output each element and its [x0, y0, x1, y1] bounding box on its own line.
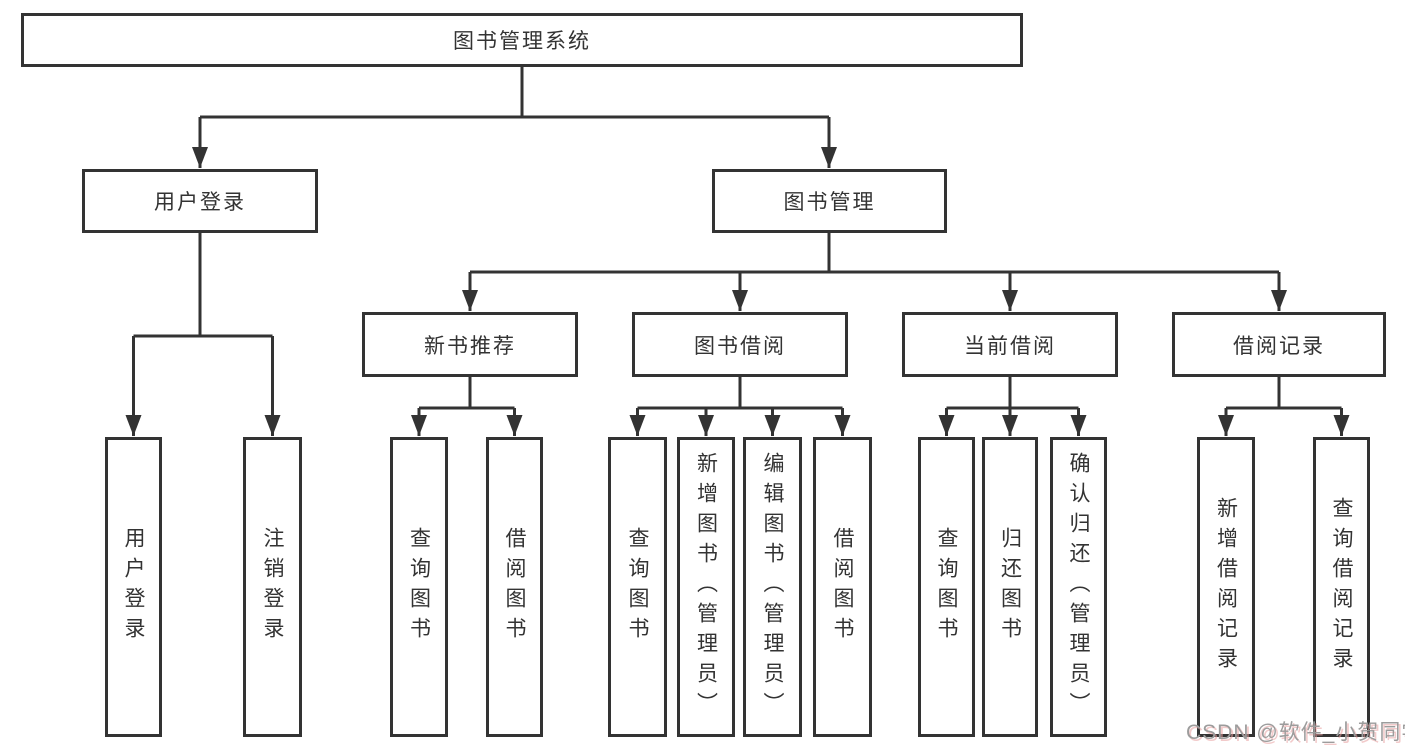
- leaf-query-book-3: 查询图书: [918, 437, 975, 737]
- leaf-add-borrow-record-label: 新增借阅记录: [1214, 497, 1238, 677]
- node-current-borrow: 当前借阅: [902, 312, 1118, 377]
- leaf-query-book-2: 查询图书: [608, 437, 667, 737]
- leaf-query-book-1: 查询图书: [390, 437, 448, 737]
- leaf-query-book-1-label: 查询图书: [407, 527, 431, 647]
- node-book-borrow: 图书借阅: [632, 312, 848, 377]
- leaf-add-book-admin-label: 新增图书（管理员）: [694, 452, 718, 722]
- leaf-borrow-book-1-label: 借阅图书: [503, 527, 526, 647]
- leaf-add-borrow-record: 新增借阅记录: [1197, 437, 1255, 737]
- node-user-login-label: 用户登录: [154, 191, 246, 214]
- node-book-management-label: 图书管理: [783, 191, 876, 214]
- node-borrow-record: 借阅记录: [1172, 312, 1386, 377]
- leaf-return-book: 归还图书: [982, 437, 1038, 737]
- leaf-query-borrow-record: 查询借阅记录: [1313, 437, 1370, 737]
- leaf-borrow-book-1: 借阅图书: [486, 437, 543, 737]
- leaf-logout-label: 注销登录: [261, 527, 284, 647]
- leaf-query-book-3-label: 查询图书: [935, 527, 958, 647]
- leaf-add-book-admin: 新增图书（管理员）: [677, 437, 735, 737]
- node-new-book-recommend: 新书推荐: [362, 312, 578, 377]
- leaf-confirm-return-admin: 确认归还（管理员）: [1050, 437, 1107, 737]
- leaf-confirm-return-admin-label: 确认归还（管理员）: [1067, 452, 1090, 722]
- leaf-borrow-book-2: 借阅图书: [813, 437, 872, 737]
- leaf-query-book-2-label: 查询图书: [626, 527, 649, 647]
- leaf-user-login: 用户登录: [105, 437, 162, 737]
- node-borrow-record-label: 借阅记录: [1233, 334, 1325, 358]
- node-book-borrow-label: 图书借阅: [694, 334, 786, 358]
- node-new-book-recommend-label: 新书推荐: [424, 334, 516, 358]
- leaf-borrow-book-2-label: 借阅图书: [831, 527, 854, 647]
- node-current-borrow-label: 当前借阅: [964, 334, 1056, 358]
- leaf-user-login-label: 用户登录: [122, 527, 145, 647]
- leaf-return-book-label: 归还图书: [998, 527, 1022, 647]
- leaf-logout: 注销登录: [243, 437, 302, 737]
- node-book-management: 图书管理: [712, 169, 947, 233]
- leaf-edit-book-admin: 编辑图书（管理员）: [743, 437, 802, 737]
- csdn-watermark: CSDN @软件_小贺同学: [1186, 721, 1405, 744]
- leaf-edit-book-admin-label: 编辑图书（管理员）: [761, 452, 784, 722]
- node-root-label: 图书管理系统: [453, 30, 591, 53]
- node-user-login: 用户登录: [82, 169, 318, 233]
- node-root: 图书管理系统: [21, 13, 1023, 67]
- leaf-query-borrow-record-label: 查询借阅记录: [1330, 497, 1353, 677]
